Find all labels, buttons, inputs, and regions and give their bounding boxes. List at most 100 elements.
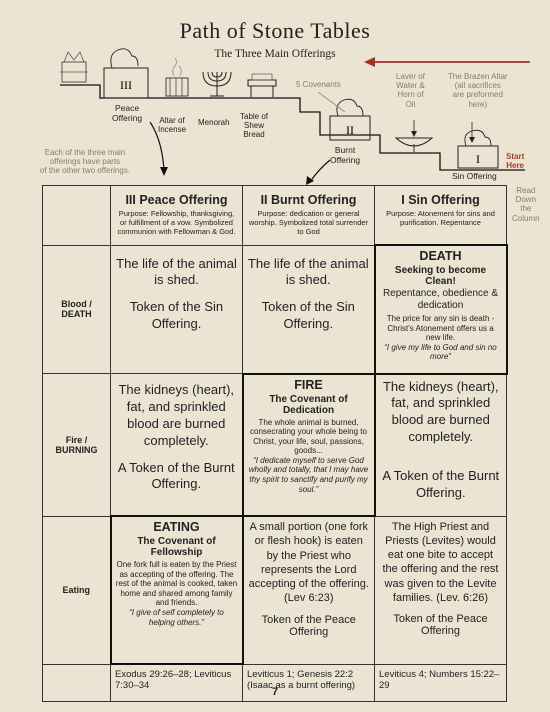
header-peace: III Peace Offering Purpose: Fellowship, … — [110, 185, 243, 246]
start-here-text: Start Here — [506, 152, 525, 171]
laver-label: Laver of Water & Horn of Oil — [396, 72, 425, 109]
peace-offering-label: Peace Offering — [112, 103, 143, 124]
five-covenants-label: 5 Covenants — [296, 80, 341, 89]
header-sin: I Sin Offering Purpose: Atonement for si… — [374, 185, 507, 246]
header-sin-purpose: Purpose: Atonement for sins and purifica… — [386, 209, 495, 227]
shew-bread-table-icon — [247, 73, 277, 97]
page-subtitle: The Three Main Offerings — [214, 48, 336, 60]
three-parts-text: Each of the three main offerings have pa… — [39, 148, 131, 176]
eating-burnt-line2: Token of the Peace Offering — [261, 613, 356, 638]
table-ref-row: Exodus 29:26–28; Leviticus 7:30–34 Levit… — [42, 663, 507, 702]
table-row-eating: Eating EATING The Covenant of Fellowship… — [42, 515, 507, 665]
menorah-label: Menorah — [198, 118, 230, 127]
menorah-text: Menorah — [198, 118, 230, 127]
peace-offering-text: Peace Offering — [112, 103, 143, 123]
read-down-text: Read Down the Column — [512, 186, 540, 223]
fire-quote: “I dedicate myself to serve God wholly a… — [248, 455, 369, 494]
blood-peace-line2: Token of the Sin Offering. — [129, 299, 224, 332]
cell-fire-sin: The kidneys (heart), fat, and sprinkled … — [374, 373, 507, 517]
fire-peace-line1: The kidneys (heart), fat, and sprinkled … — [118, 382, 235, 448]
eating-sin-line2: Token of the Peace Offering — [393, 613, 488, 638]
stone-path-line — [60, 84, 525, 171]
cell-blood-burnt: The life of the animal is shed. Token of… — [242, 244, 375, 374]
fire-text: The whole animal is burned, consecrating… — [250, 417, 367, 456]
eating-burnt-line1: A small portion (one fork or flesh hook)… — [248, 521, 369, 605]
eating-sin-line1: The High Priest and Priests (Levites) wo… — [382, 520, 499, 604]
offerings-table: III Peace Offering Purpose: Fellowship, … — [42, 185, 508, 702]
burnt-offering-label: Burnt Offering — [330, 145, 361, 166]
peace-offering-box: III — [103, 48, 149, 99]
death-text: The price for any sin is death - Christ'… — [386, 314, 495, 343]
five-covenants-pointer — [317, 91, 346, 113]
read-down-label: Read Down the Column — [512, 186, 540, 223]
start-arrow-head — [364, 57, 375, 67]
fire-peace-line2: A Token of the Burnt Offering. — [117, 459, 235, 492]
three-parts-note: Each of the three main offerings have pa… — [30, 148, 140, 176]
fire-subtitle: The Covenant of Dedication — [269, 393, 348, 416]
cell-eating-sin: The High Priest and Priests (Levites) wo… — [374, 515, 507, 665]
sin-offering-label: Sin Offering — [452, 171, 497, 182]
header-burnt: II Burnt Offering Purpose: dedication or… — [242, 185, 375, 246]
header-sin-name: I Sin Offering — [401, 193, 480, 207]
row-label-fire-text: Fire / BURNING — [55, 434, 98, 455]
blood-peace-line1: The life of the animal is shed. — [116, 255, 237, 288]
fire-sin-line1: The kidneys (heart), fat, and sprinkled … — [382, 378, 499, 445]
altar-of-incense-icon — [165, 57, 189, 97]
five-covenants-text: 5 Covenants — [296, 80, 341, 89]
page-number: 7 — [271, 686, 279, 698]
row-label-blood: Blood / DEATH — [42, 244, 111, 374]
cell-fire-peace: The kidneys (heart), fat, and sprinkled … — [110, 373, 243, 517]
sin-offering-text: Sin Offering — [452, 171, 497, 181]
ark-icon — [60, 51, 88, 83]
numeral-i: I — [476, 152, 480, 166]
blood-burnt-line2: Token of the Sin Offering. — [261, 299, 355, 332]
row-label-eating: Eating — [42, 515, 111, 665]
numeral-iii: III — [120, 78, 132, 92]
eating-subtitle: The Covenant of Fellowship — [137, 536, 216, 558]
eating-quote: “I give of self completely to helping ot… — [129, 607, 224, 627]
numeral-ii: II — [346, 123, 354, 137]
cell-eating-peace: EATING The Covenant of Fellowship One fo… — [109, 515, 244, 665]
header-peace-name: III Peace Offering — [125, 193, 228, 207]
tabernacle-path-diagram: III II I — [60, 48, 530, 185]
ref-sin: Leviticus 4; Numbers 15:22–29 — [374, 663, 507, 702]
fire-sin-line2: A Token of the Burnt Offering. — [382, 468, 500, 500]
row-label-fire: Fire / BURNING — [42, 373, 111, 517]
cell-eating-burnt: A small portion (one fork or flesh hook)… — [242, 515, 375, 665]
table-header-row: III Peace Offering Purpose: Fellowship, … — [42, 185, 507, 246]
cell-blood-sin: DEATH Seeking to become Clean! Repentanc… — [373, 244, 508, 375]
death-line: Repentance, obedience & dedication — [382, 288, 499, 311]
ref-peace: Exodus 29:26–28; Leviticus 7:30–34 — [110, 663, 243, 702]
page-title: Path of Stone Tables — [179, 18, 371, 43]
header-burnt-purpose: Purpose: dedication or general worship. … — [248, 209, 369, 236]
death-subtitle: Seeking to become Clean! — [394, 265, 487, 287]
laver-icon — [394, 137, 434, 152]
shew-bread-label: Table of Shew Bread — [240, 112, 268, 140]
fire-title: FIRE — [294, 377, 323, 392]
cell-fire-burnt: FIRE The Covenant of Dedication The whol… — [241, 372, 376, 517]
sin-offering-box: I — [457, 129, 499, 169]
peace-offering-arrow — [149, 121, 165, 171]
laver-text: Laver of Water & Horn of Oil — [396, 72, 425, 109]
shew-bread-text: Table of Shew Bread — [240, 112, 269, 140]
eating-text: One fork full is eaten by the Priest as … — [115, 560, 238, 608]
row-label-blood-text: Blood / DEATH — [61, 299, 92, 320]
death-title: DEATH — [419, 249, 462, 263]
death-quote: “I give my life to God and sin no more” — [384, 342, 497, 362]
corner-cell — [42, 185, 111, 246]
cell-blood-peace: The life of the animal is shed. Token of… — [110, 244, 243, 374]
eating-title: EATING — [153, 520, 200, 534]
row-label-eating-text: Eating — [62, 585, 90, 595]
ref-corner — [42, 663, 111, 702]
table-row-fire: Fire / BURNING The kidneys (heart), fat,… — [42, 372, 507, 517]
brazen-altar-label: The Brazen Altar (all sacrifices are pre… — [448, 72, 508, 109]
brazen-altar-text: The Brazen Altar (all sacrifices are pre… — [448, 72, 508, 109]
blood-burnt-line1: The life of the animal is shed. — [247, 255, 369, 288]
ref-burnt: Leviticus 1; Genesis 22:2 (Isaac as a bu… — [242, 663, 375, 702]
menorah-icon — [202, 71, 232, 97]
burnt-offering-text: Burnt Offering — [330, 145, 361, 165]
burnt-offering-arrow — [309, 159, 331, 183]
header-burnt-name: II Burnt Offering — [260, 193, 357, 207]
header-peace-purpose: Purpose: Fellowship, thanksgiving, or fu… — [117, 209, 236, 236]
altar-of-incense-label: Altar of Incense — [158, 116, 186, 134]
